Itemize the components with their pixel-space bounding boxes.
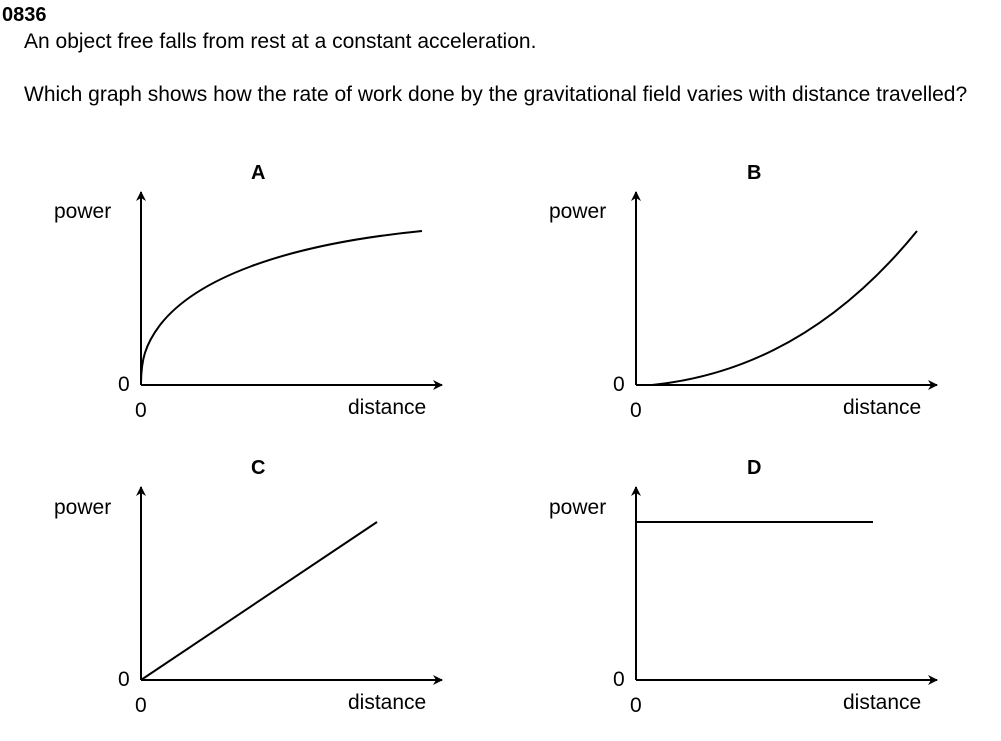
question-number: 0836 <box>2 4 47 26</box>
y-axis-label: power <box>54 496 112 519</box>
x-axis-label: distance <box>843 691 922 714</box>
y-origin-label: 0 <box>613 373 625 396</box>
x-origin-label: 0 <box>135 399 147 422</box>
graph-d <box>631 486 938 685</box>
x-axis-label: distance <box>348 396 427 419</box>
x-axis-label: distance <box>348 691 427 714</box>
y-axis-label: power <box>54 200 112 223</box>
graph-label-a: A <box>251 162 266 184</box>
curve-a <box>140 230 423 386</box>
graph-label-b: B <box>747 162 762 184</box>
graph-label-d: D <box>747 457 762 479</box>
line-c <box>140 521 378 681</box>
graph-b <box>631 191 938 390</box>
y-axis-label: power <box>549 200 607 223</box>
y-axis-label: power <box>549 496 607 519</box>
x-origin-label: 0 <box>630 694 642 717</box>
y-origin-label: 0 <box>118 373 130 396</box>
graph-a <box>136 191 443 390</box>
question-stem: An object free falls from rest at a cons… <box>24 30 537 53</box>
x-axis-label: distance <box>843 396 922 419</box>
x-origin-label: 0 <box>135 694 147 717</box>
graph-label-c: C <box>251 457 266 479</box>
y-origin-label: 0 <box>118 668 130 691</box>
x-origin-label: 0 <box>630 399 642 422</box>
question-text: Which graph shows how the rate of work d… <box>24 83 968 106</box>
curve-b <box>651 230 918 386</box>
graph-c <box>136 486 443 685</box>
y-origin-label: 0 <box>613 668 625 691</box>
